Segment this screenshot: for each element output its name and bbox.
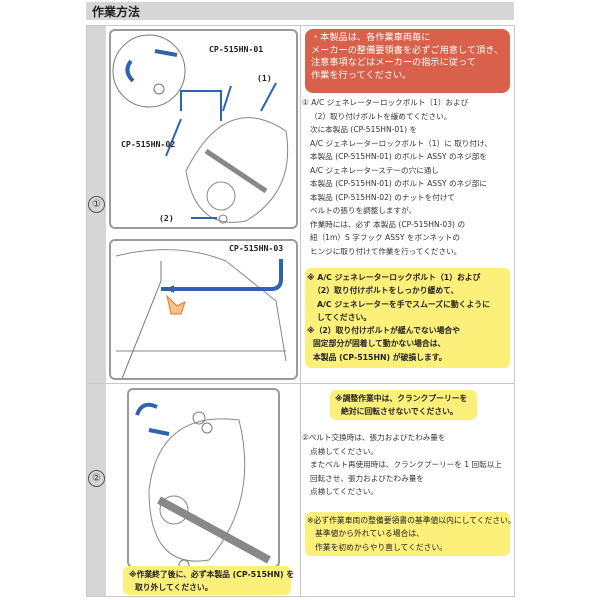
caution-line: ※調整作業中は、クランクプーリーを	[335, 394, 468, 403]
warning-box: ・本製品は、各作業車両毎に メーカーの整備要領書を必ずご用意して頂き、 注意事項…	[305, 29, 510, 93]
label-bolt-1: (1)	[257, 73, 272, 83]
warning-line: 作業を行ってください。	[311, 69, 412, 81]
instruction-line: 回転させ、張力およびたわみ量を	[310, 473, 424, 483]
note-line: ※必ず作業車両の整備要領書の基準値以内にしてください。	[307, 516, 516, 525]
caution-line: 絶対に回転させないでください。	[341, 407, 458, 417]
diagram-hood-hook: CP-515HN-03	[109, 239, 298, 380]
note-line: 固定部分が固着して動かない場合は、	[313, 339, 446, 349]
diagram-belt-adjust	[127, 388, 280, 568]
diagram-bracket-install: CP-515HN-01 (1) CP-515HN-02 (2)	[109, 29, 298, 229]
instruction-line: ②ベルト交換時は、張力およびたわみ量を	[302, 433, 446, 442]
row-divider	[87, 383, 514, 384]
label-bolt-2: (2)	[159, 213, 174, 223]
caption-line: 取り外してください。	[135, 583, 213, 593]
note-line: ※ A/C ジェネレーターロックボルト（1）および	[307, 273, 481, 282]
note-line: （2）取り付けボルトをしっかり緩めて、	[313, 286, 459, 296]
section-title: 作業方法	[92, 5, 141, 19]
instruction-line: A/C ジェネレーターステーの穴に通し	[310, 165, 439, 175]
step2-instructions: ②ベルト交換時は、張力およびたわみ量を 点検してください。 またベルト再使用時は…	[302, 431, 502, 499]
instruction-line: 本製品 (CP-515HN-01) のボルト ASSY のネジ部を	[310, 152, 487, 161]
instruction-line: ヒンジに取り付けて作業を行ってください。	[310, 246, 462, 256]
instruction-line: 点検してください。	[310, 446, 378, 456]
step-number-2: ②	[88, 470, 105, 487]
note-line: 本製品 (CP-515HN) が破損します。	[313, 352, 447, 362]
instruction-line: 本製品 (CP-515HN-01) のボルト ASSY のネジ部に	[310, 179, 487, 188]
label-part-03: CP-515HN-03	[229, 243, 284, 253]
step-number-cell-1: ①	[87, 26, 106, 383]
hood-diagram	[115, 249, 287, 378]
caution-box: ※調整作業中は、クランクプーリーを 絶対に回転させないでください。	[330, 390, 477, 420]
instruction-line: またベルト再使用時は、クランクプーリーを 1 回転以上	[310, 460, 502, 469]
caption-box: ※作業終了後に、必ず本製品 (CP-515HN) を 取り外してください。	[123, 566, 295, 595]
warning-line: 注意事項などはメーカーの指示に従って	[311, 57, 476, 68]
instruction-line: 本製品 (CP-515HN-02) のナットを付けて	[310, 192, 456, 202]
note-line: ※（2）取り付けボルトが緩んでない場合や	[307, 326, 460, 336]
warning-line: ・本製品は、各作業車両毎に	[311, 32, 431, 43]
caption-line: ※作業終了後に、必ず本製品 (CP-515HN) を	[129, 570, 295, 579]
note-line: A/C ジェネレーターを手でスムーズに動くように	[317, 299, 490, 309]
step-number-cell-2: ②	[87, 384, 106, 596]
procedure-table: ① ② CP-515HN-01 (1) CP-515HN-02 (2)	[86, 25, 516, 597]
pulley-diagram	[135, 402, 271, 566]
section-header: 作業方法	[86, 2, 514, 20]
warning-line: メーカーの整備要領書を必ずご用意して頂き、	[311, 44, 504, 56]
alternator-diagram	[112, 34, 289, 224]
instruction-line: ① A/C ジェネレーターロックボルト（1）および	[302, 98, 469, 107]
step1-instructions: ① A/C ジェネレーターロックボルト（1）および （2）取り付けボルトを緩めて…	[302, 96, 492, 258]
instruction-line: （2）取り付けボルトを緩めてください。	[310, 111, 452, 121]
label-part-01: CP-515HN-01	[209, 44, 264, 54]
note-box: ※ A/C ジェネレーターロックボルト（1）および （2）取り付けボルトをしっか…	[305, 268, 510, 368]
instruction-line: ベルトの張りを調整しますが、	[310, 206, 417, 215]
instruction-line: 作業時には、必ず 本製品 (CP-515HN-03) の	[310, 219, 466, 229]
instruction-line: 紐（1m）S 字フック ASSY をボンネットの	[310, 233, 460, 242]
instruction-line: 点検してください。	[310, 487, 378, 496]
column-divider	[300, 26, 301, 596]
label-part-02: CP-515HN-02	[121, 139, 176, 149]
instruction-line: A/C ジェネレーターロックボルト（1）に 取り付け、	[310, 138, 492, 148]
note-box-2: ※必ず作業車両の整備要領書の基準値以内にしてください。 基準値から外れている場合…	[305, 512, 516, 556]
note-line: 基準値から外れている場合は、	[315, 529, 424, 539]
note-line: してください。	[317, 312, 372, 322]
step-number-1: ①	[88, 196, 105, 213]
note-line: 作業を初めからやり直してください。	[315, 542, 448, 552]
instruction-line: 次に本製品 (CP-515HN-01) を	[310, 125, 418, 134]
